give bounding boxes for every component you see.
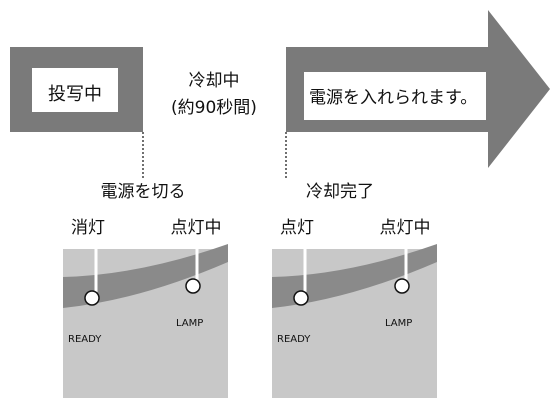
- panel-left-label: 点灯: [280, 218, 314, 238]
- indicator-panel-off: 消灯 点灯中 READY LAMP: [63, 218, 228, 398]
- ready-text: READY: [68, 334, 102, 345]
- panel-left-label: 消灯: [71, 218, 105, 238]
- ready-box: [304, 72, 486, 120]
- projecting-box: [32, 68, 118, 112]
- ready-indicator: [84, 290, 100, 306]
- panel-band: [63, 244, 228, 308]
- stage-cooling-duration: (約90秒間): [171, 98, 257, 118]
- event-power-off: 電源を切る: [101, 182, 186, 202]
- cooling-box: [143, 47, 286, 132]
- stage-cooling-title: 冷却中: [189, 71, 240, 91]
- lamp-text: LAMP: [385, 318, 412, 329]
- stage-ready: 電源を入れられます。: [309, 88, 477, 108]
- ready-indicator: [293, 290, 309, 306]
- event-cooling-done: 冷却完了: [306, 182, 374, 202]
- panel-right-label: 点灯中: [380, 218, 431, 238]
- stage-projecting: 投写中: [48, 84, 102, 105]
- ready-text: READY: [277, 334, 311, 345]
- panel-right-label: 点灯中: [171, 218, 222, 238]
- lamp-indicator: [185, 278, 201, 294]
- lamp-text: LAMP: [176, 318, 203, 329]
- lamp-indicator: [394, 278, 410, 294]
- panel-band: [272, 244, 437, 308]
- indicator-panel-done: 点灯 点灯中 READY LAMP: [272, 218, 437, 398]
